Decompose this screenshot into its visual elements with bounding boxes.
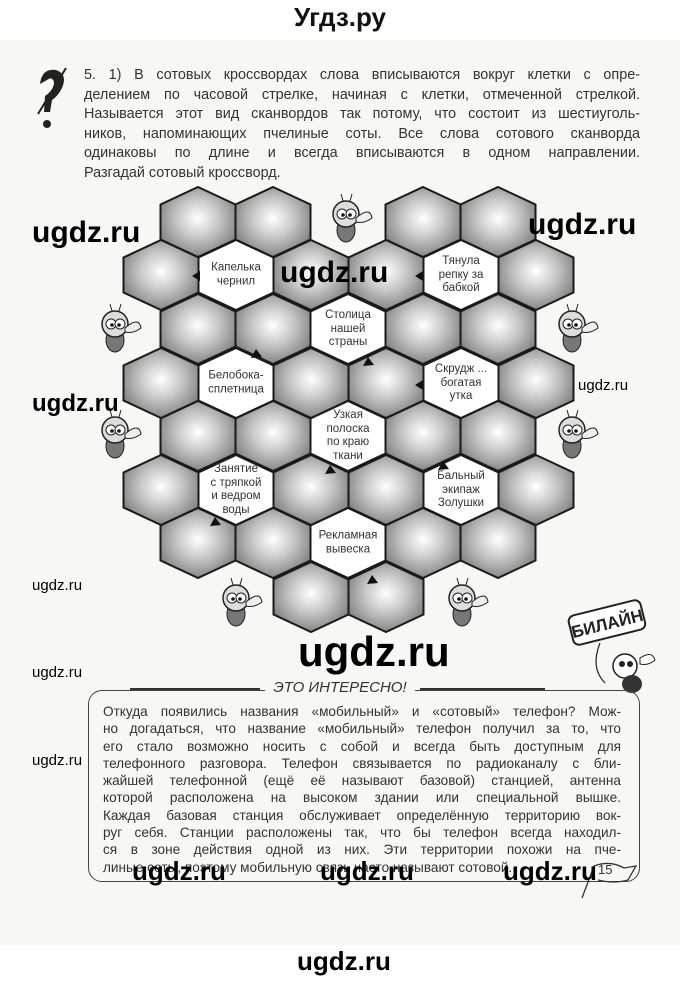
interesting-line: но догадаться, что название «мобильный» … (103, 721, 621, 737)
start-arrow-icon (363, 357, 374, 366)
bee-icon (448, 577, 489, 627)
interesting-line: телефонного разговора. Телефон связывает… (103, 755, 621, 771)
bee-icon (558, 303, 599, 353)
interesting-text: Откуда появились названия «мобильный» и … (103, 703, 621, 876)
start-arrow-icon (367, 575, 378, 584)
answer-cell[interactable] (497, 238, 575, 312)
watermark: ugdz.ru (32, 216, 141, 249)
watermark: ugdz.ru (320, 856, 414, 886)
interesting-line: Откуда появились названия «мобильный» и … (103, 704, 621, 719)
interesting-title: ЭТО ИНТЕРЕСНО! (265, 679, 415, 696)
page-flag-icon (581, 862, 638, 899)
site-title: Угдз.ру (294, 2, 386, 32)
start-arrow-icon (210, 517, 221, 526)
question-pen-icon (37, 67, 67, 128)
watermark: ugdz.ru (32, 752, 83, 769)
clue-text: Рекламная вывеска (318, 529, 378, 556)
interesting-line: которой расположена на высоком здании ил… (103, 790, 621, 806)
watermark: ugdz.ru (280, 256, 389, 289)
watermark: ugdz.ru (578, 377, 629, 394)
task-line: одинаковы по длине и всегда вписываются … (84, 145, 640, 162)
watermark: ugdz.ru (528, 208, 637, 241)
watermark: ugdz.ru (32, 577, 83, 594)
bee-icon (101, 303, 142, 353)
clue-text: Скрудж ... богатая утка (434, 362, 488, 402)
bee-icon (332, 193, 373, 243)
task-line: 5. 1) В сотовых кроссвордах слова вписыв… (84, 67, 640, 83)
start-arrow-icon (415, 271, 423, 281)
start-arrow-icon (192, 271, 200, 281)
watermark: ugdz.ru (132, 856, 226, 886)
beeline-logo: БИЛАЙН (567, 599, 656, 693)
bee-icon (222, 577, 263, 627)
answer-cell[interactable] (459, 399, 537, 473)
interesting-line: его стало возможно носить с собой и всег… (103, 738, 621, 754)
clue-text: Бальный экипаж Золушки (437, 469, 485, 509)
clue-text: Занятие с тряпкой и ведром воды (210, 463, 262, 516)
answer-cell[interactable] (459, 506, 537, 580)
watermark: ugdz.ru (297, 946, 391, 976)
answer-cell[interactable] (347, 560, 425, 634)
start-arrow-icon (415, 380, 423, 390)
divider (420, 688, 545, 690)
interesting-line: руг себя. Станции расположены так, что б… (103, 825, 621, 841)
clue-text: Белобока- сплетница (208, 369, 264, 396)
start-arrow-icon (438, 461, 449, 470)
task-line: Называется этот вид сканвордов так потом… (84, 106, 640, 123)
interesting-line: Каждая базовая станция обслуживает опред… (103, 807, 621, 823)
task-line: Разгадай сотовый кроссворд. (84, 164, 281, 181)
interesting-line: ся в зоне действия одной из них. Эти тер… (103, 842, 621, 858)
task-line: ников, напоминающих пчелиные соты. Все с… (84, 125, 640, 142)
divider (130, 688, 260, 690)
answer-cell[interactable] (459, 292, 537, 366)
start-arrow-icon (251, 349, 262, 358)
interesting-line: жайшей телефонной (ещё её называют базов… (103, 773, 621, 789)
task-line: делением по часовой стрелке, начиная с к… (84, 86, 640, 103)
bee-icon (101, 409, 142, 459)
clue-text: Узкая полоска по краю ткани (326, 409, 370, 462)
interesting-line: линые соты, поэтому мобильную связь част… (103, 859, 513, 875)
watermark: ugdz.ru (32, 390, 119, 417)
clue-text: Капелька чернил (211, 261, 261, 288)
watermark: ugdz.ru (298, 628, 450, 675)
task-text: 5. 1) В сотовых кроссвордах слова вписыв… (84, 66, 640, 184)
clue-text: Столица нашей страны (325, 308, 371, 348)
clue-text: Тянула репку за бабкой (438, 254, 484, 294)
page-number: 15 (598, 862, 613, 877)
watermark: ugdz.ru (32, 664, 83, 681)
start-arrow-icon (325, 465, 336, 474)
watermark: ugdz.ru (503, 856, 597, 886)
bee-icon (558, 409, 599, 459)
